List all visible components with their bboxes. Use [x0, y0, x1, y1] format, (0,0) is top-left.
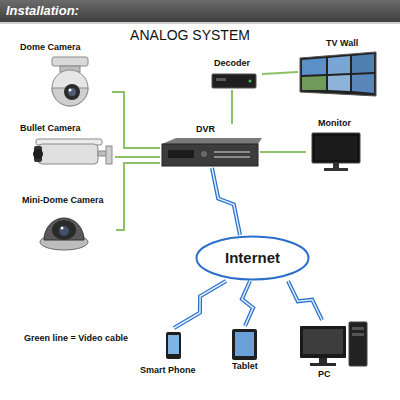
dvr-illustration	[162, 138, 262, 166]
cable-line	[112, 92, 160, 148]
wireless-link	[174, 281, 226, 328]
cloud-label: Internet	[225, 249, 280, 267]
monitor-node: Monitor	[306, 118, 366, 172]
device-label: Monitor	[318, 118, 351, 129]
mini-dome-camera-node: Mini-Dome Camera	[16, 195, 116, 253]
tv-wall-illustration	[300, 52, 376, 96]
smart-phone-node: Smart Phone	[140, 328, 202, 376]
cable-line	[116, 163, 160, 230]
legend-text: Green line = Video cable	[24, 333, 128, 343]
device-label: Bullet Camera	[20, 123, 81, 134]
cable-line	[231, 90, 233, 124]
monitor-illustration	[312, 133, 360, 171]
lightning-bolt	[242, 281, 253, 326]
tablet-illustration	[232, 329, 257, 360]
pc-illustration	[300, 322, 367, 366]
diagram-title: ANALOG SYSTEM	[0, 27, 380, 43]
cable-line	[260, 151, 306, 153]
device-label: DVR	[196, 124, 215, 135]
decoder-node: Decoder	[206, 58, 262, 90]
mini-dome-camera-illustration	[40, 218, 88, 250]
video-cable	[262, 72, 298, 74]
video-cable	[112, 92, 160, 148]
lightning-bolt-core	[212, 168, 240, 235]
lightning-bolt-core	[242, 281, 253, 326]
dvr-node: DVR	[160, 124, 260, 168]
video-cable	[232, 90, 233, 124]
device-label: TV Wall	[326, 38, 358, 49]
bullet-camera-illustration	[33, 139, 112, 164]
device-label: Dome Camera	[20, 42, 81, 53]
smart-phone-illustration	[166, 332, 181, 359]
device-label: PC	[318, 369, 331, 380]
lightning-bolt	[212, 168, 240, 235]
lightning-bolt	[174, 281, 226, 328]
video-cable	[260, 152, 306, 153]
legend-row: Green line = Video cable	[24, 333, 128, 343]
bullet-camera-node: Bullet Camera	[20, 123, 115, 168]
video-cable	[115, 157, 160, 158]
device-label: Decoder	[214, 58, 250, 69]
header-label: Installation:	[6, 3, 79, 18]
wireless-link	[212, 168, 240, 235]
internet-ellipse-outline	[197, 237, 309, 280]
video-cable	[116, 163, 160, 230]
wireless-link	[242, 281, 253, 326]
cable-line	[115, 156, 160, 158]
pc-node: PC	[296, 320, 368, 380]
decoder-illustration	[212, 74, 256, 88]
device-label: Mini-Dome Camera	[22, 195, 104, 206]
tablet-node: Tablet	[224, 326, 266, 372]
device-label: Tablet	[232, 361, 258, 372]
lightning-bolt-core	[174, 281, 226, 328]
wireless-link	[288, 281, 322, 320]
lightning-bolt-core	[288, 281, 322, 320]
device-label: Smart Phone	[140, 365, 196, 376]
dome-camera-node: Dome Camera	[20, 42, 112, 108]
cable-line	[262, 72, 298, 74]
internet-node: Internet	[195, 235, 310, 281]
dome-camera-illustration	[52, 57, 88, 106]
tv-wall-node: TV Wall	[298, 38, 378, 96]
lightning-bolt	[288, 281, 322, 320]
